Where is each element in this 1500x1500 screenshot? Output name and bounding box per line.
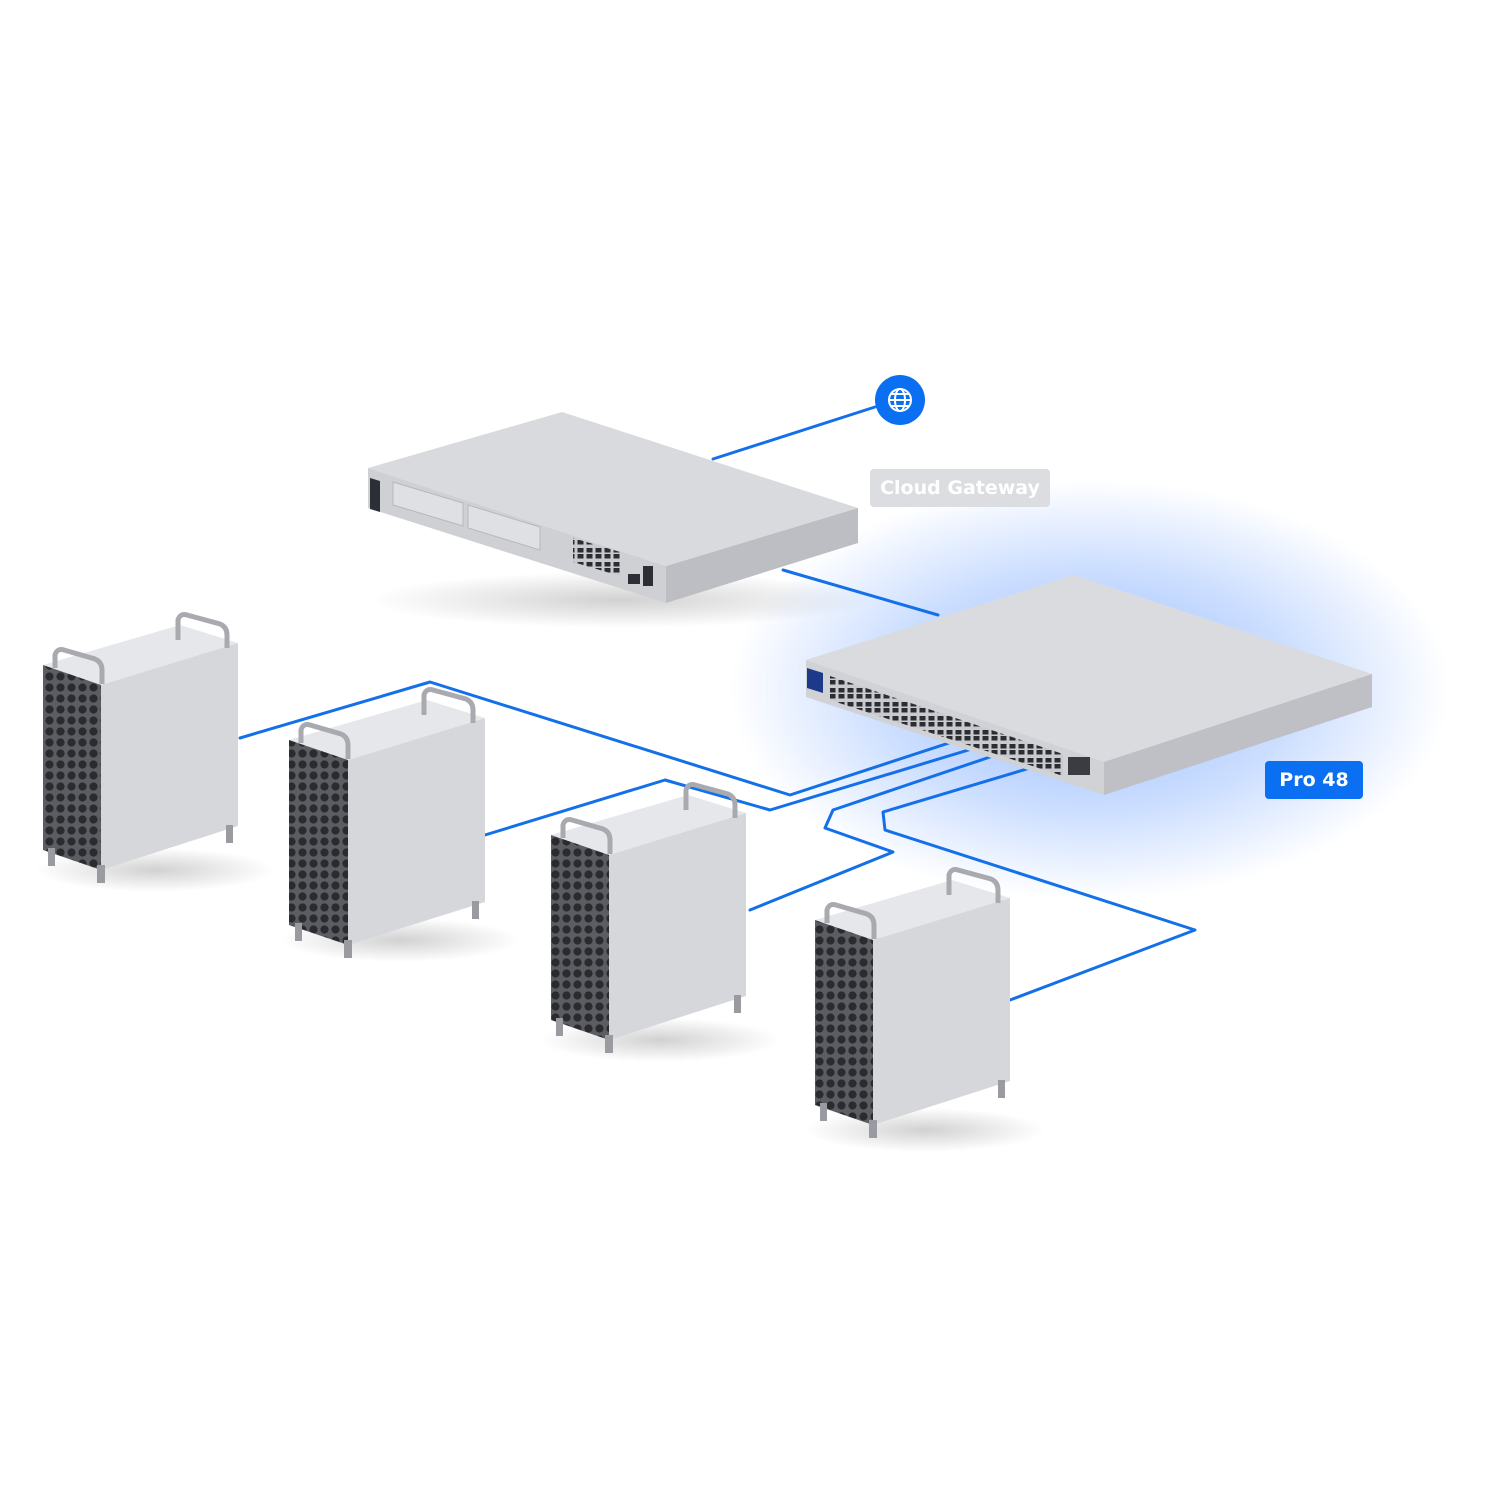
- cable-switch-mac4: [881, 766, 1197, 1002]
- mac-pro-4: [805, 867, 1045, 1152]
- mac-pro-1: [35, 612, 275, 892]
- cloud-gateway-device: [368, 412, 870, 628]
- mac-pro-3: [540, 782, 780, 1062]
- pro-48-label: Pro 48: [1265, 761, 1363, 799]
- cable-switch-mac2: [483, 746, 977, 837]
- cable-switch-mac1: [238, 680, 960, 797]
- globe-icon: [875, 375, 925, 425]
- mac-pro-2: [280, 687, 520, 962]
- cloud-gateway-label: Cloud Gateway: [870, 469, 1050, 507]
- cable-internet-gateway: [711, 405, 877, 461]
- pro-48-switch-device: [806, 575, 1372, 795]
- cable-switch-mac3: [748, 755, 992, 912]
